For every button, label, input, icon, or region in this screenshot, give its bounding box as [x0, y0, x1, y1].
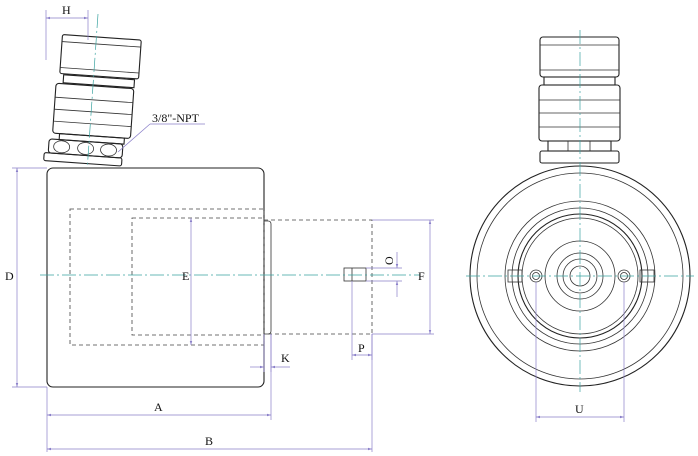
end-view-coupler [538, 36, 621, 164]
dim-label-b: B [205, 434, 213, 448]
hidden-bore [69, 208, 265, 346]
dim-label-a: A [154, 400, 163, 414]
cylinder-body [46, 167, 265, 388]
dim-label-e: E [182, 269, 189, 283]
dim-label-f: F [418, 269, 425, 283]
hose-coupler [43, 13, 142, 168]
saddle-stub [343, 267, 367, 282]
dim-label-h: H [62, 3, 71, 17]
side-view: H 3/8"-NPT D E F O P K [5, 3, 434, 452]
hidden-piston [131, 217, 265, 336]
port-note: 3/8"-NPT [152, 111, 200, 125]
plunger [264, 220, 272, 335]
end-view: U [466, 30, 694, 422]
dim-label-d: D [5, 269, 14, 283]
dim-label-p: P [358, 341, 365, 355]
dim-label-k: K [281, 351, 290, 365]
dim-label-o: O [382, 256, 396, 265]
hidden-ram-extension [264, 219, 373, 335]
dim-label-u: U [575, 402, 584, 416]
